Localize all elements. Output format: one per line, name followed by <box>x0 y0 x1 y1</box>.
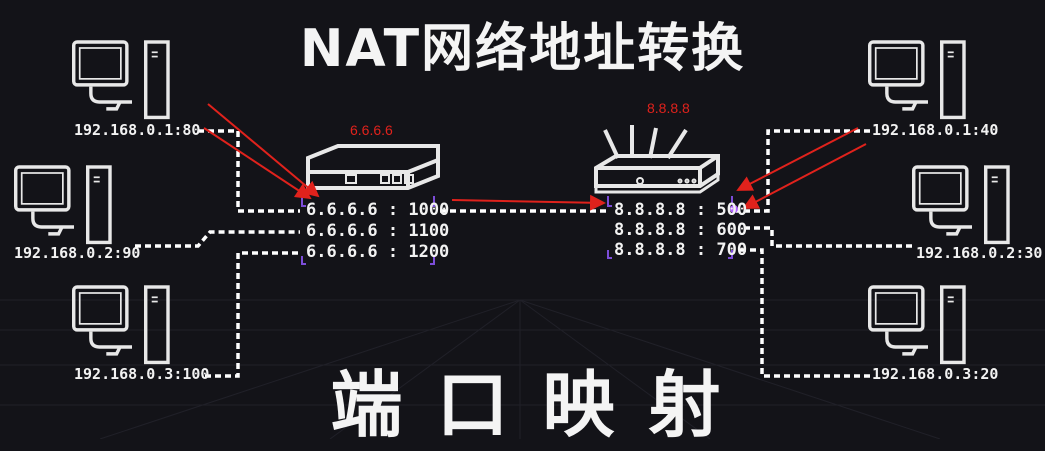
computer-icon <box>912 165 1010 245</box>
router-port-mapping: 8.8.8.8 : 500 <box>614 200 748 220</box>
left-host-label: 192.168.0.3:100 <box>74 365 210 383</box>
right-host-label: 192.168.0.1:40 <box>872 121 999 139</box>
router-port-mapping: 8.8.8.8 : 700 <box>614 240 748 260</box>
port-brackets <box>301 196 733 265</box>
router-port-mapping: 8.8.8.8 : 600 <box>614 220 748 240</box>
router-icon <box>594 125 720 194</box>
port-highlight-dot <box>730 205 738 213</box>
left-host-label: 192.168.0.1:80 <box>74 121 201 139</box>
nat-device-ip-label: 6.6.6.6 <box>350 122 393 138</box>
left-host-label: 192.168.0.2:90 <box>14 244 141 262</box>
right-host-label: 192.168.0.3:20 <box>872 365 999 383</box>
page-title: NAT网络地址转换 <box>299 19 746 79</box>
nat-port-mapping: 6.6.6.6 : 1000 <box>306 200 450 220</box>
subtitle: 端口映射 <box>330 363 755 447</box>
computer-icon <box>14 165 112 245</box>
nat-port-mapping: 6.6.6.6 : 1100 <box>306 221 450 241</box>
router-ip-label: 8.8.8.8 <box>647 100 690 116</box>
nat-device-icon <box>306 144 440 190</box>
translation-arrows <box>203 103 867 211</box>
connection-lines <box>135 129 912 378</box>
nat-port-mapping: 6.6.6.6 : 1200 <box>306 242 450 262</box>
diagram-canvas <box>0 40 1045 439</box>
right-host-label: 192.168.0.2:30 <box>916 244 1043 262</box>
